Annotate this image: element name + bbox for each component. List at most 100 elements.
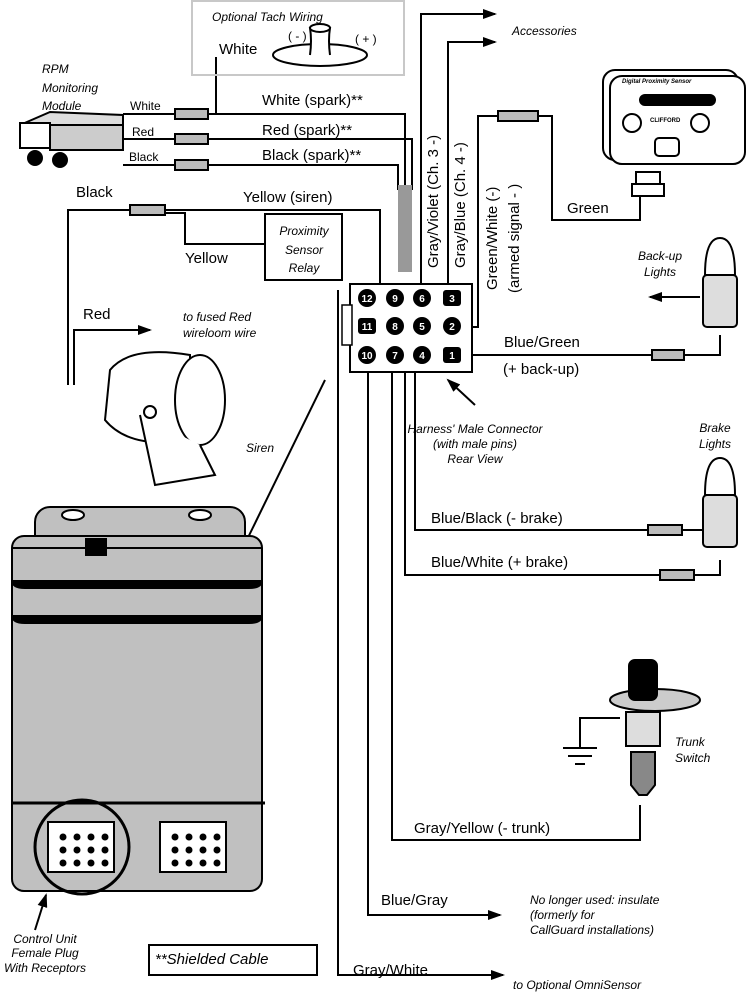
- connector-pin-number: 7: [392, 351, 398, 362]
- plug-receptor: [199, 859, 207, 867]
- tach-wiring-box: [191, 0, 405, 76]
- blue-gray-note-line: CallGuard installations): [530, 923, 655, 937]
- trunk-label-line: Trunk: [675, 735, 705, 749]
- connector-pin-number: 6: [419, 294, 425, 305]
- connector-pin-number: 11: [362, 322, 373, 333]
- white-spark-label: White (spark)**: [262, 92, 363, 109]
- tach-title: Optional Tach Wiring: [212, 10, 323, 24]
- red-note-line: wireloom wire: [183, 326, 257, 341]
- plug-receptor: [171, 833, 179, 841]
- armed-signal-label: (armed signal - ): [506, 183, 523, 293]
- connector-caption-line: (with male pins): [432, 437, 518, 451]
- sensor-brand: CLIFFORD: [650, 118, 681, 124]
- gray-white-label: Gray/White: [353, 962, 429, 979]
- connector-pin: [386, 317, 404, 335]
- omnisensor-note: to Optional OmniSensor: [513, 978, 642, 992]
- connector-pin: [358, 346, 376, 364]
- blue-black-label: Blue/Black (- brake): [431, 510, 563, 527]
- connector-pin-number: 4: [419, 351, 425, 362]
- connector-pin: [413, 289, 431, 307]
- plug-receptor: [199, 833, 207, 841]
- accessories-label: Accessories: [512, 24, 577, 38]
- blue-gray-label: Blue/Gray: [381, 892, 448, 909]
- black-spark-label: Black (spark)**: [262, 147, 362, 164]
- connector-pin: [386, 346, 404, 364]
- connector-pin-number: 3: [449, 294, 455, 305]
- trunk-switch-label: Trunk Switch: [675, 734, 710, 766]
- connector-pin-number: 5: [419, 322, 425, 333]
- splices: [129, 108, 695, 581]
- relay-box: [264, 213, 343, 281]
- proximity-sensor: [602, 69, 746, 197]
- connector-pin: [358, 318, 376, 334]
- plug-receptor: [185, 846, 193, 854]
- plug-receptor: [59, 859, 67, 867]
- green-white-label: Green/White (-): [484, 186, 501, 290]
- connector-pin-number: 9: [392, 294, 398, 305]
- plug-receptor: [87, 846, 95, 854]
- relay-label: Proximity Sensor Relay: [268, 222, 340, 278]
- blue-gray-note: No longer used: insulate (formerly for C…: [530, 893, 659, 938]
- rpm-module-label: RPM Monitoring Module: [42, 60, 98, 116]
- brake-label-line: Lights: [698, 437, 732, 452]
- blue-gray-note-line: No longer used: insulate: [530, 893, 660, 907]
- plug-receptor: [101, 859, 109, 867]
- plug-receptor: [73, 859, 81, 867]
- plug-receptor: [185, 859, 193, 867]
- shielded-cable: [398, 185, 412, 272]
- backup-lights-label: Back-up Lights: [625, 248, 695, 280]
- blue-green-label: Blue/Green: [504, 334, 580, 351]
- plug-receptor: [73, 833, 81, 841]
- control-unit-caption-line: With Receptors: [4, 960, 86, 975]
- control-unit-caption: Control Unit Female Plug With Receptors: [0, 932, 90, 975]
- plug-receptor: [87, 859, 95, 867]
- tach-wire-label: White: [219, 41, 258, 58]
- connector-caption-line: Harness' Male Connector: [407, 422, 543, 436]
- connector-caption: Harness' Male Connector (with male pins)…: [395, 422, 555, 467]
- rpm-label-line: Monitoring: [42, 80, 99, 95]
- backup-note: (+ back-up): [503, 361, 580, 378]
- backup-bulb: [702, 236, 738, 328]
- blue-gray-note-line: (formerly for: [530, 908, 595, 922]
- plug-receptor: [171, 859, 179, 867]
- gray-violet-label: Gray/Violet (Ch. 3 -): [425, 134, 442, 268]
- rpm-label-line: Module: [42, 99, 82, 114]
- connector-pin: [358, 289, 376, 307]
- relay-line: Relay: [288, 261, 320, 276]
- blue-white-label: Blue/White (+ brake): [431, 554, 569, 571]
- connector-caption-line: Rear View: [447, 452, 503, 466]
- plug-receptor: [213, 846, 221, 854]
- brake-label-line: Brake: [699, 421, 731, 435]
- rpm-wire-red: Red: [132, 125, 155, 139]
- gray-blue-label: Gray/Blue (Ch. 4 -): [452, 142, 469, 268]
- connector-pin: [443, 347, 461, 363]
- siren-label: Siren: [246, 441, 275, 455]
- red-wire-label: Red: [83, 306, 111, 323]
- control-unit-caption-line: Female Plug: [11, 946, 79, 961]
- sensor-green-label: Green: [567, 200, 609, 217]
- plug-receptor: [171, 846, 179, 854]
- rpm-label-line: RPM: [42, 62, 69, 76]
- siren: [103, 351, 226, 487]
- connector-pin-number: 1: [449, 351, 455, 362]
- connector-pin: [386, 289, 404, 307]
- trunk-switch: [609, 659, 701, 796]
- backup-label-line: Back-up: [637, 249, 683, 263]
- plug-receptor: [185, 833, 193, 841]
- sensor-title: Digital Proximity Sensor: [622, 79, 692, 85]
- yellow-label: Yellow: [185, 250, 228, 267]
- black-wire-label: Black: [76, 184, 113, 201]
- connector-pin-number: 10: [361, 351, 373, 362]
- plug-receptor: [101, 846, 109, 854]
- legend-text: **Shielded Cable: [155, 951, 269, 968]
- plug-receptor: [101, 833, 109, 841]
- relay-line: Proximity: [279, 224, 329, 238]
- red-note: to fused Red wireloom wire: [183, 309, 256, 341]
- connector-pin: [413, 317, 431, 335]
- brake-bulb: [702, 456, 738, 548]
- yellow-siren-label: Yellow (siren): [243, 189, 333, 206]
- legend-box: [148, 944, 318, 976]
- plug-receptor: [213, 833, 221, 841]
